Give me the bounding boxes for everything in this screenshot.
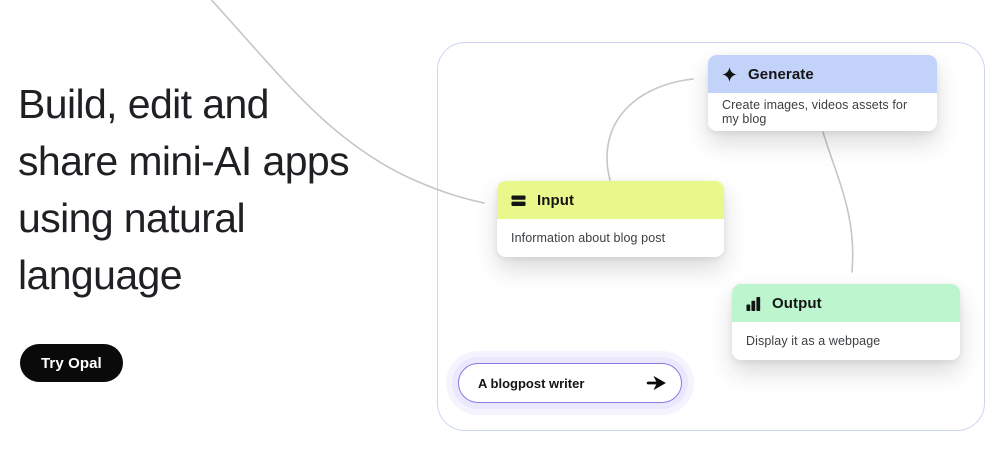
- send-icon: [646, 375, 668, 391]
- node-generate-title: Generate: [748, 65, 814, 83]
- sparkle-icon: [722, 66, 737, 82]
- node-input-title: Input: [537, 191, 575, 209]
- node-generate-description: Create images, videos assets for my blog: [708, 93, 937, 131]
- try-opal-button[interactable]: Try Opal: [20, 344, 123, 382]
- headline-line-4: language: [18, 252, 183, 298]
- list-icon: [511, 193, 526, 208]
- send-button[interactable]: [646, 375, 668, 391]
- bar-chart-icon: [746, 296, 761, 311]
- headline-line-1: Build, edit and: [18, 81, 269, 127]
- node-output-header: Output: [732, 284, 960, 322]
- headline-line-3: using natural: [18, 195, 246, 241]
- node-output-description: Display it as a webpage: [732, 322, 960, 360]
- prompt-pill[interactable]: [458, 363, 682, 403]
- node-generate: Generate Create images, videos assets fo…: [708, 55, 937, 131]
- prompt-input[interactable]: [476, 374, 630, 392]
- node-output-title: Output: [772, 294, 822, 312]
- node-input: Input Information about blog post: [497, 181, 724, 257]
- node-input-description: Information about blog post: [497, 219, 724, 257]
- node-output: Output Display it as a webpage: [732, 284, 960, 360]
- node-input-header: Input: [497, 181, 724, 219]
- hero-headline: Build, edit and share mini-AI apps using…: [18, 76, 350, 304]
- node-generate-header: Generate: [708, 55, 937, 93]
- headline-line-2: share mini-AI apps: [18, 138, 350, 184]
